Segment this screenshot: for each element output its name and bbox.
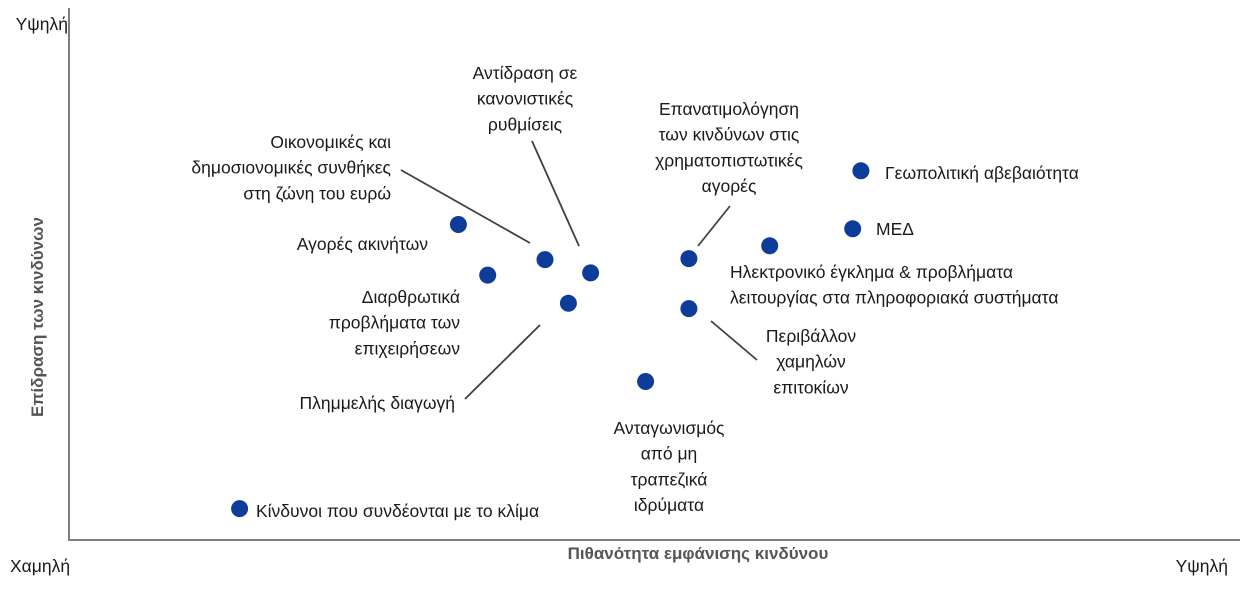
leader-line <box>531 140 580 247</box>
y-axis-high-label: Υψηλή <box>16 14 68 34</box>
data-label: ΜΕΔ <box>876 219 914 239</box>
data-point <box>761 237 779 255</box>
x-axis-title: Πιθανότητα εμφάνισης κινδύνου <box>568 544 829 563</box>
x-axis-low-label: Χαμηλή <box>10 556 70 576</box>
data-label: Αγορές ακινήτων <box>297 234 428 254</box>
leader-line <box>697 205 731 247</box>
leader-line <box>464 324 541 400</box>
chart-axes <box>68 8 1240 541</box>
data-label: Κίνδυνοι που συνδέονται με το κλίμα <box>256 501 539 521</box>
data-point <box>479 266 497 284</box>
data-point <box>844 220 862 238</box>
data-point <box>680 250 698 268</box>
data-point <box>582 264 600 282</box>
data-point <box>536 251 554 269</box>
leader-lines <box>400 140 758 400</box>
data-point <box>680 300 698 318</box>
data-points <box>231 162 870 518</box>
data-label: Γεωπολιτική αβεβαιότητα <box>885 163 1079 183</box>
data-point <box>231 500 249 518</box>
y-axis-title: Επίδραση των κινδύνων <box>28 217 47 417</box>
data-point <box>449 216 467 233</box>
leader-line <box>710 320 758 361</box>
leader-line <box>400 169 531 244</box>
data-point <box>852 162 870 180</box>
data-label: Πλημμελής διαγωγή <box>299 393 455 413</box>
x-axis-high-label: Υψηλή <box>1176 556 1228 576</box>
data-point <box>637 373 655 390</box>
data-point <box>559 294 577 312</box>
